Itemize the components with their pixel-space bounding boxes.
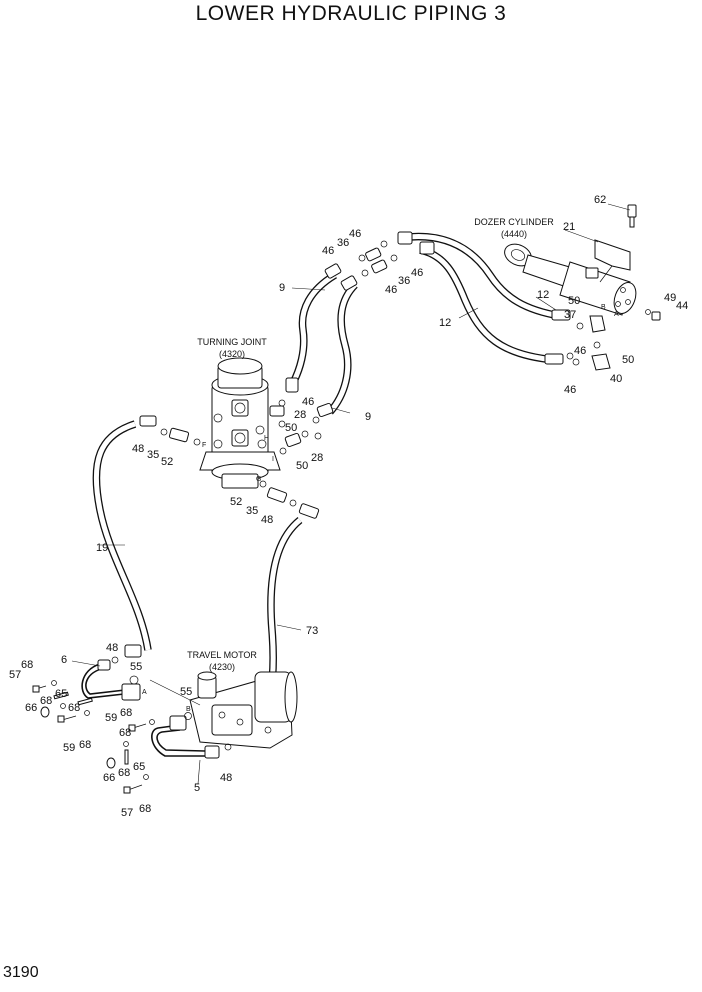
callout: 62 (594, 194, 606, 206)
callout: 65 (133, 761, 145, 773)
callout: 66 (25, 702, 37, 714)
callout: 28 (294, 409, 306, 421)
callout: 68 (139, 803, 151, 815)
callout: 68 (21, 659, 33, 671)
callout: 35 (147, 449, 159, 461)
port-label: A (142, 689, 147, 696)
callout: 65 (55, 688, 67, 700)
page-number: 3190 (3, 964, 39, 981)
callout: 46 (322, 245, 334, 257)
callout: 36 (337, 237, 349, 249)
turning-joint-name: TURNING JOINT (197, 337, 267, 347)
callout: 46 (302, 396, 314, 408)
callout: 12 (439, 317, 451, 329)
dozer-fittings (566, 309, 661, 371)
callout: 59 (63, 742, 75, 754)
hose-12-upper (399, 232, 561, 320)
travel-motor (189, 671, 298, 749)
callout: 66 (103, 772, 115, 784)
callout: 28 (311, 452, 323, 464)
callout: 68 (119, 727, 131, 739)
turning-joint-code: (4320) (219, 349, 245, 359)
callout: 68 (118, 767, 130, 779)
callout: 46 (411, 267, 423, 279)
grease-nipple-62 (627, 204, 637, 228)
callout: 68 (68, 702, 80, 714)
port-label: B (186, 706, 191, 713)
callout: 50 (622, 354, 634, 366)
callout: 55 (180, 686, 192, 698)
port-label: F (202, 442, 206, 449)
dozer-cylinder (504, 243, 637, 316)
callout: 68 (120, 707, 132, 719)
callout: 46 (385, 284, 397, 296)
callout: 55 (130, 661, 142, 673)
callout: 36 (398, 275, 410, 287)
hose-9-right (327, 282, 358, 415)
callout: 46 (574, 345, 586, 357)
callout: 52 (230, 496, 242, 508)
callout: 5 (194, 782, 200, 794)
callout: 48 (220, 772, 232, 784)
page-title: LOWER HYDRAULIC PIPING 3 (195, 2, 507, 25)
callout: 48 (132, 443, 144, 455)
pipe-6 (81, 659, 141, 701)
dozer-cylinder-code: (4440) (501, 229, 527, 239)
hose-9-left (288, 271, 338, 387)
upper-fittings (358, 240, 398, 277)
callout: 44 (676, 300, 688, 312)
callout: 46 (564, 384, 576, 396)
travel-motor-name: TRAVEL MOTOR (187, 650, 257, 660)
callout: 48 (106, 642, 118, 654)
callout: 57 (9, 669, 21, 681)
port-label: A (614, 311, 619, 318)
callout: 37 (564, 309, 576, 321)
callout: 49 (664, 292, 676, 304)
callout-numbers: 62 21 46 36 46 46 36 46 9 12 12 50 37 49… (9, 194, 688, 819)
callout: 12 (537, 289, 549, 301)
callout: 46 (349, 228, 361, 240)
port-label: G (256, 476, 261, 483)
turning-joint-fittings (160, 399, 322, 507)
hose-12-lower (419, 246, 556, 364)
leader-lines (71, 203, 631, 785)
callout: 9 (365, 411, 371, 423)
callout: 40 (610, 373, 622, 385)
dozer-bracket-21 (594, 239, 631, 283)
callout: 52 (161, 456, 173, 468)
callout: 19 (96, 542, 108, 554)
turning-joint (199, 357, 281, 489)
port-label: H (264, 435, 269, 442)
callout: 6 (61, 654, 67, 666)
callout: 57 (121, 807, 133, 819)
callout: 59 (105, 712, 117, 724)
callout: 9 (279, 282, 285, 294)
callout: 50 (568, 295, 580, 307)
callout: 68 (40, 695, 52, 707)
travel-motor-code: (4230) (209, 662, 235, 672)
callout: 68 (79, 739, 91, 751)
callout: 21 (563, 221, 575, 233)
callout: 50 (285, 422, 297, 434)
callout: 48 (261, 514, 273, 526)
port-label: I (272, 456, 274, 463)
component-labels: TURNING JOINT (4320) TRAVEL MOTOR (4230)… (187, 217, 554, 672)
pipe-5 (151, 715, 220, 759)
callout: 35 (246, 505, 258, 517)
callout: 73 (306, 625, 318, 637)
port-letters: F G H I A B A B (142, 304, 619, 713)
dozer-cylinder-name: DOZER CYLINDER (474, 217, 554, 227)
callout: 50 (296, 460, 308, 472)
hose-fittings (124, 231, 571, 745)
hose-19 (92, 420, 152, 651)
port-label: B (601, 304, 606, 311)
bolts-and-washers (32, 656, 232, 794)
